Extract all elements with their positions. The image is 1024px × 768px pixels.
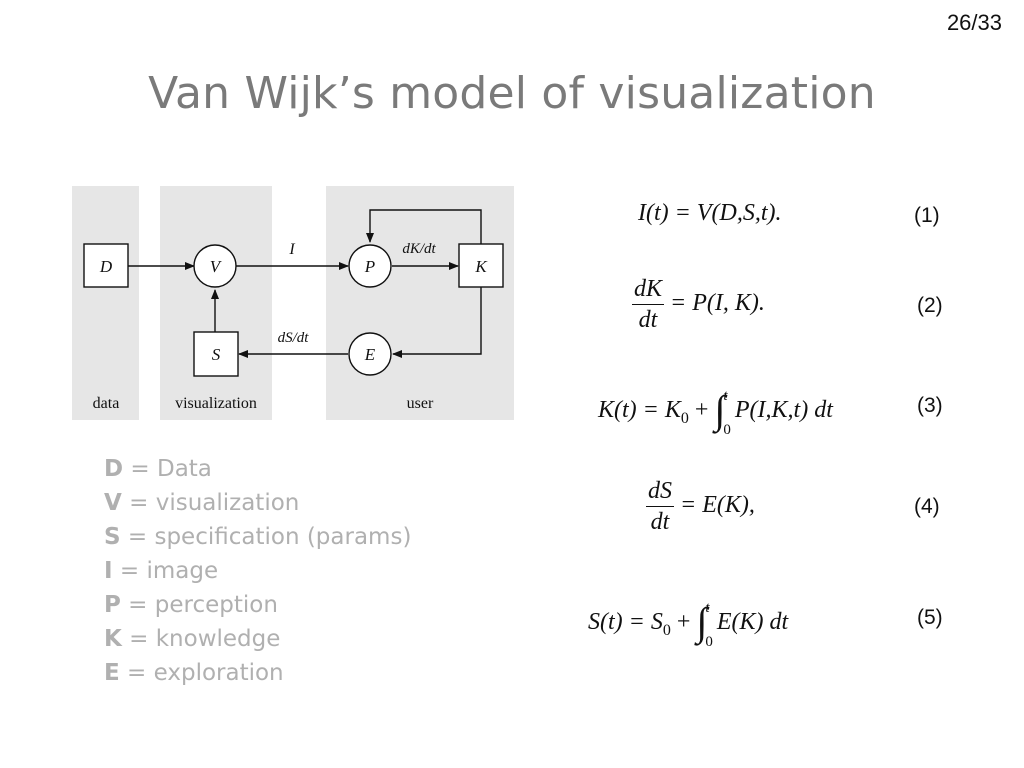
panel-label-user: user <box>407 395 434 412</box>
legend-row-k: K = knowledge <box>104 622 411 656</box>
legend-row-p: P = perception <box>104 588 411 622</box>
integral-sign: ∫ <box>696 599 708 644</box>
legend-text: = knowledge <box>121 626 281 652</box>
legend-text: = visualization <box>121 490 300 516</box>
fraction-denominator: dt <box>638 307 658 333</box>
legend-text: = specification (params) <box>120 524 412 550</box>
equation-plus: + <box>688 397 715 424</box>
legend-row-i: I = image <box>104 554 411 588</box>
node-p-label: P <box>364 257 375 276</box>
node-d-box <box>83 243 129 288</box>
edge-label-dk-dt: dK/dt <box>402 241 436 257</box>
legend-key: E <box>104 660 120 686</box>
legend-row-v: V = visualization <box>104 486 411 520</box>
integral-upper-limit: t <box>705 599 710 616</box>
equation-lhs-subscript: 0 <box>680 409 689 427</box>
equation-rhs: = E(K), <box>680 492 755 519</box>
fraction-numerator: dK <box>632 274 665 305</box>
slide-title: Van Wijk’s model of visualization <box>148 68 876 119</box>
legend-row-e: E = exploration <box>104 656 411 690</box>
legend-key: S <box>104 524 121 550</box>
node-d-label: D <box>99 257 113 276</box>
legend-text: = Data <box>123 456 212 482</box>
node-e-label: E <box>364 345 376 364</box>
page-number: 26/33 <box>946 10 1002 35</box>
equation-2: dK dt = P(I, K). <box>632 274 765 335</box>
legend-text: = image <box>112 558 219 584</box>
integral-upper-limit: t <box>723 387 728 404</box>
integral-lower-limit: 0 <box>705 633 713 650</box>
node-e-circle <box>348 332 392 376</box>
integral-sign: ∫ <box>714 387 726 432</box>
equation-1: I(t) = V(D,S,t). <box>638 200 782 226</box>
legend-key: K <box>104 626 122 652</box>
equation-lhs: S(t) = S <box>588 609 663 636</box>
fraction: dK dt <box>632 274 665 335</box>
equation-integrand: E(K) dt <box>716 609 789 636</box>
van-wijk-diagram: data visualization user I dK/dt dS/dt D … <box>70 183 518 428</box>
equation-lhs: K(t) = K <box>598 397 681 424</box>
legend-text: = exploration <box>119 660 284 686</box>
node-s-box <box>193 331 239 377</box>
edge-k-to-p-feedback <box>366 209 482 244</box>
node-v-circle <box>193 244 237 288</box>
equation-lhs-subscript: 0 <box>662 621 671 639</box>
node-p-circle <box>348 244 392 288</box>
panel-data <box>72 186 139 420</box>
equation-4-number: (4) <box>914 495 940 518</box>
equation-plus: + <box>670 609 697 636</box>
equation-2-number: (2) <box>917 294 943 317</box>
node-k-label: K <box>474 257 488 276</box>
fraction-numerator: dS <box>646 476 674 507</box>
legend-text: = perception <box>120 592 278 618</box>
legend-key: V <box>104 490 122 516</box>
panel-visualization <box>160 186 272 420</box>
equation-4: dS dt = E(K), <box>646 476 755 537</box>
edge-label-image: I <box>288 241 295 258</box>
equation-1-number: (1) <box>914 204 940 227</box>
node-k-box <box>458 243 504 288</box>
panel-label-data: data <box>93 395 120 412</box>
legend-key: D <box>104 456 124 482</box>
edge-label-ds-dt: dS/dt <box>278 330 310 346</box>
fraction: dS dt <box>646 476 674 537</box>
node-s-label: S <box>212 345 221 364</box>
legend-row-d: D = Data <box>104 452 411 486</box>
equation-integrand: P(I,K,t) dt <box>734 397 833 424</box>
legend-key: I <box>104 558 113 584</box>
legend-key: P <box>104 592 121 618</box>
fraction-denominator: dt <box>650 509 670 535</box>
equation-rhs: = P(I, K). <box>670 290 765 317</box>
legend-row-s: S = specification (params) <box>104 520 411 554</box>
equation-5-number: (5) <box>917 606 943 629</box>
node-v-label: V <box>210 257 223 276</box>
equation-3-number: (3) <box>917 394 943 417</box>
diagram-canvas: data visualization user I dK/dt dS/dt D … <box>72 186 514 420</box>
panel-label-visualization: visualization <box>175 395 257 412</box>
legend: D = Data V = visualization S = specifica… <box>104 452 411 690</box>
panel-user <box>326 186 514 420</box>
edge-k-to-e <box>392 287 482 358</box>
integral-lower-limit: 0 <box>723 421 731 438</box>
